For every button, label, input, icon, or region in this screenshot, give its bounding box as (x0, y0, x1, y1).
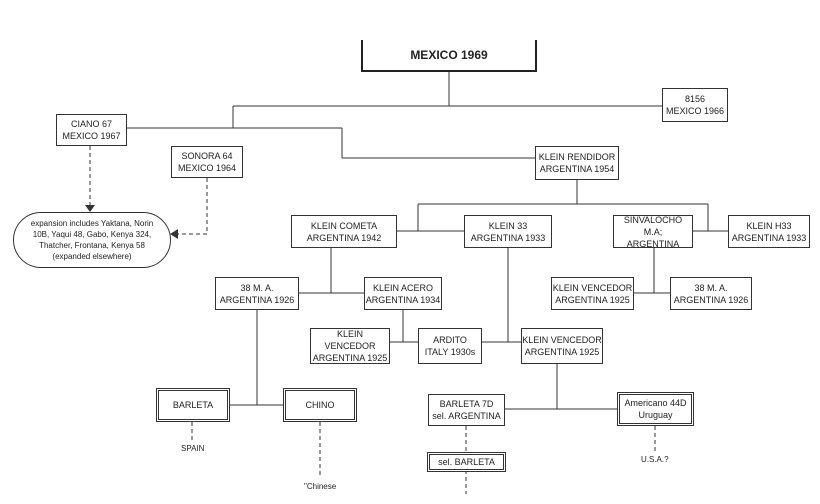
node-klein-vencedor-right: KLEIN VENCEDOR ARGENTINA 1925 (551, 277, 634, 310)
node-label: 8156 MEXICO 1966 (665, 94, 725, 116)
node-sel-barleta: sel. BARLETA (427, 452, 506, 472)
caption-chinese: "Chinese (304, 482, 337, 491)
caption-spain: SPAIN (181, 444, 205, 453)
node-label: KLEIN RENDIDOR ARGENTINA 1954 (538, 152, 616, 174)
node-label: KLEIN ACERO ARGENTINA 1934 (365, 282, 441, 305)
node-label: KLEIN VENCEDOR ARGENTINA 1925 (522, 335, 602, 357)
node-label: KLEIN VENCEDOR ARGENTINA 1925 (312, 329, 388, 363)
node-label: BARLETA (172, 400, 214, 410)
node-label: SINVALOCHO M.A; ARGENTINA (623, 214, 683, 249)
node-label: 38 M. A. ARGENTINA 1926 (219, 282, 295, 305)
node-barleta-7d: BARLETA 7D sel. ARGENTINA (428, 394, 505, 426)
node-klein-acero: KLEIN ACERO ARGENTINA 1934 (364, 277, 442, 310)
node-38-ma-right: 38 M. A. ARGENTINA 1926 (670, 277, 752, 310)
root-label: MEXICO 1969 (410, 48, 488, 62)
node-ardito: ARDITO ITALY 1930s (418, 328, 482, 364)
node-label: Americano 44D Uruguay (624, 398, 687, 420)
node-klein-33: KLEIN 33 ARGENTINA 1933 (464, 215, 552, 248)
node-barleta: BARLETA (156, 388, 230, 422)
caption-usa: U.S.A.? (641, 455, 669, 464)
node-sonora-64: SONORA 64 MEXICO 1964 (171, 146, 243, 178)
node-label: 38 M. A. ARGENTINA 1926 (673, 282, 749, 305)
node-label: KLEIN H33 ARGENTINA 1933 (731, 220, 807, 243)
root-node-mexico-1969: MEXICO 1969 (361, 40, 537, 72)
node-klein-vencedor-left: KLEIN VENCEDOR ARGENTINA 1925 (310, 328, 390, 364)
node-label: KLEIN COMETA ARGENTINA 1942 (306, 220, 382, 243)
node-label: ARDITO ITALY 1930s (424, 335, 476, 357)
node-label: SONORA 64 MEXICO 1964 (177, 151, 237, 173)
node-sinvalocho: SINVALOCHO M.A; ARGENTINA (613, 214, 693, 249)
node-klein-rendidor: KLEIN RENDIDOR ARGENTINA 1954 (535, 146, 619, 180)
node-klein-h33: KLEIN H33 ARGENTINA 1933 (728, 215, 810, 248)
node-americano-44d: Americano 44D Uruguay (617, 392, 694, 426)
node-38-ma-left: 38 M. A. ARGENTINA 1926 (215, 277, 299, 310)
node-8156: 8156 MEXICO 1966 (662, 88, 728, 122)
node-expansion-note: expansion includes Yaktana, Norin 10B, Y… (13, 212, 171, 268)
node-label: expansion includes Yaktana, Norin 10B, Y… (30, 219, 154, 261)
node-klein-cometa: KLEIN COMETA ARGENTINA 1942 (291, 215, 397, 248)
node-ciano-67: CIANO 67 MEXICO 1967 (56, 114, 127, 146)
node-chino: CHINO (283, 388, 357, 422)
node-label: CHINO (305, 400, 335, 410)
node-label: BARLETA 7D sel. ARGENTINA (432, 399, 501, 421)
node-label: sel. BARLETA (438, 457, 495, 467)
node-label: KLEIN 33 ARGENTINA 1933 (470, 220, 546, 243)
node-label: CIANO 67 MEXICO 1967 (62, 119, 121, 141)
node-klein-vencedor-mid: KLEIN VENCEDOR ARGENTINA 1925 (521, 328, 603, 364)
node-label: KLEIN VENCEDOR ARGENTINA 1925 (552, 282, 633, 305)
